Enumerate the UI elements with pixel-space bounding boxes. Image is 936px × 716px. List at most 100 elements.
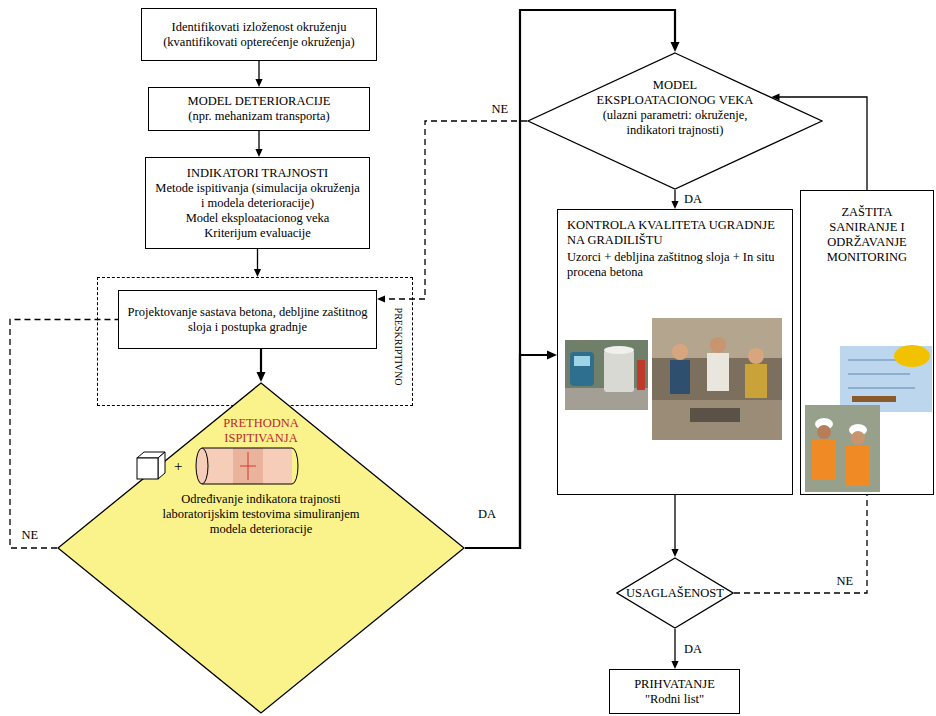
blueprint-line	[848, 374, 910, 375]
decision-title: USAGLAŠENOST	[616, 586, 734, 601]
decision-diamond: MODEL EKSPLOATACIONOG VEKA(ulazni parame…	[527, 52, 823, 190]
worker-head	[672, 344, 688, 360]
region-label: PRESKRIPTIVNO	[393, 307, 404, 385]
worker-head	[710, 337, 726, 353]
connector	[255, 131, 262, 157]
node-title: Identifikovati izloženost okruženju	[148, 20, 370, 35]
node-text: (kvantifikovati opterećenje okruženja)	[148, 35, 370, 50]
decision-text: (ulazni parametri: okruženje, indikatori…	[580, 108, 770, 138]
node-title: PRIHVATANJE	[616, 677, 733, 692]
terminal-box: PRIHVATANJE"Rodni list"	[609, 669, 740, 714]
decision-title: PRETHODNA ISPITIVANJA	[209, 416, 314, 446]
edge-label: NE	[835, 574, 856, 589]
cylinder-icon	[202, 484, 292, 485]
arrow-head	[671, 42, 680, 52]
node-text: Uzorci + debljina zaštitnog sloja + In s…	[567, 250, 783, 280]
worker-body	[745, 364, 767, 398]
arrow-head	[257, 372, 266, 382]
connector	[671, 629, 678, 669]
edge-label: NE	[20, 528, 41, 543]
plus-sign: +	[174, 457, 182, 475]
blueprint-line	[848, 388, 915, 389]
ruler	[852, 396, 896, 402]
connector	[257, 349, 266, 382]
node-text: (npr. mehanizam transporta)	[155, 109, 363, 124]
connector	[255, 61, 262, 87]
connector-line	[260, 349, 262, 374]
meter-screen	[574, 356, 590, 366]
arrow-head	[254, 269, 261, 277]
arrow-head	[255, 149, 262, 157]
photo-ground	[805, 405, 880, 492]
arrow-head	[377, 295, 385, 302]
node-title: Projektovanje sastava betona, debljine z…	[125, 305, 370, 335]
connector	[465, 351, 557, 549]
connector-line	[674, 495, 675, 551]
edge-label: DA	[682, 192, 704, 207]
sample-cylinder	[604, 350, 634, 392]
worker-body	[707, 353, 729, 391]
cylinder-icon	[202, 448, 292, 484]
arrow-head	[671, 549, 678, 557]
cylinder-icon	[233, 448, 263, 484]
process-box: ZAŠTITA SANIRANJE I ODRŽAVANJE MONITORIN…	[800, 190, 934, 495]
diamond-shape	[528, 53, 822, 189]
cylinder-icon	[202, 448, 292, 449]
connector	[671, 190, 678, 209]
connector-line	[734, 495, 867, 593]
blueprint-photo	[840, 345, 932, 412]
connector	[377, 121, 527, 303]
diamond-text: PRETHODNA ISPITIVANJA	[57, 416, 465, 446]
arrow-head	[671, 201, 678, 209]
photo-ground	[565, 340, 648, 410]
meter-device	[570, 352, 594, 386]
connector-line	[465, 355, 549, 548]
decision-text: Određivanje indikatora trajnosti laborat…	[161, 492, 361, 537]
decision-diamond: USAGLAŠENOST	[616, 557, 734, 629]
process-box: MODEL DETERIORACIJE(npr. mehanizam trans…	[148, 87, 370, 131]
cube-icon	[137, 458, 158, 479]
edge-label: NE	[490, 102, 511, 117]
hard-hat	[894, 345, 930, 367]
worker-head	[817, 425, 831, 439]
worker-body	[670, 360, 690, 394]
prescriptive-region: PRESKRIPTIVNO Projektovanje sastava beton…	[97, 277, 413, 406]
connector-line	[674, 190, 675, 203]
cube-icon	[158, 452, 165, 479]
test-bed	[690, 408, 740, 422]
decision-diamond: PRETHODNA ISPITIVANJA Određivanje indikat…	[57, 382, 465, 714]
tool-handle	[637, 360, 645, 390]
diamond-shape	[617, 558, 733, 628]
cylinder-icon	[196, 448, 208, 484]
edge-label: DA	[682, 642, 704, 657]
connector	[734, 495, 867, 593]
photo-floor	[652, 400, 782, 440]
diamond-text: MODEL EKSPLOATACIONOG VEKA(ulazni parame…	[527, 78, 823, 138]
process-box: Projektovanje sastava betona, debljine z…	[118, 290, 377, 349]
connector	[254, 249, 261, 277]
node-title: INDIKATORI TRAJNOSTI	[152, 166, 363, 181]
diamond-text: USAGLAŠENOST	[616, 586, 734, 601]
diamond-text: Određivanje indikatora trajnosti laborat…	[57, 492, 465, 537]
node-text: Model eksploatacionog veka	[152, 211, 363, 226]
cylinder-icon	[292, 448, 298, 484]
connector-line	[258, 61, 259, 81]
safety-vest	[846, 446, 870, 486]
node-title: MODEL DETERIORACIJE	[155, 94, 363, 109]
process-box: Identifikovati izloženost okruženju(kvan…	[141, 8, 377, 61]
blueprint-sheet	[840, 346, 932, 412]
photo-ground	[652, 318, 782, 440]
edge-label: DA	[476, 507, 498, 522]
safety-vest	[812, 440, 836, 480]
process-box: KONTROLA KVALITETA UGRADNJE NA GRADILIŠT…	[557, 209, 793, 495]
node-title: KONTROLA KVALITETA UGRADNJE NA GRADILIŠT…	[567, 218, 783, 248]
tool-photo	[565, 340, 648, 410]
decision-title: MODEL EKSPLOATACIONOG VEKA	[592, 78, 758, 108]
node-text: Metode ispitivanja (simulacija okruženja…	[152, 181, 363, 211]
connector-line	[257, 249, 258, 271]
connector	[671, 495, 678, 557]
worker-head	[748, 348, 764, 364]
sample-top	[604, 346, 634, 354]
arrow-head	[671, 661, 678, 669]
